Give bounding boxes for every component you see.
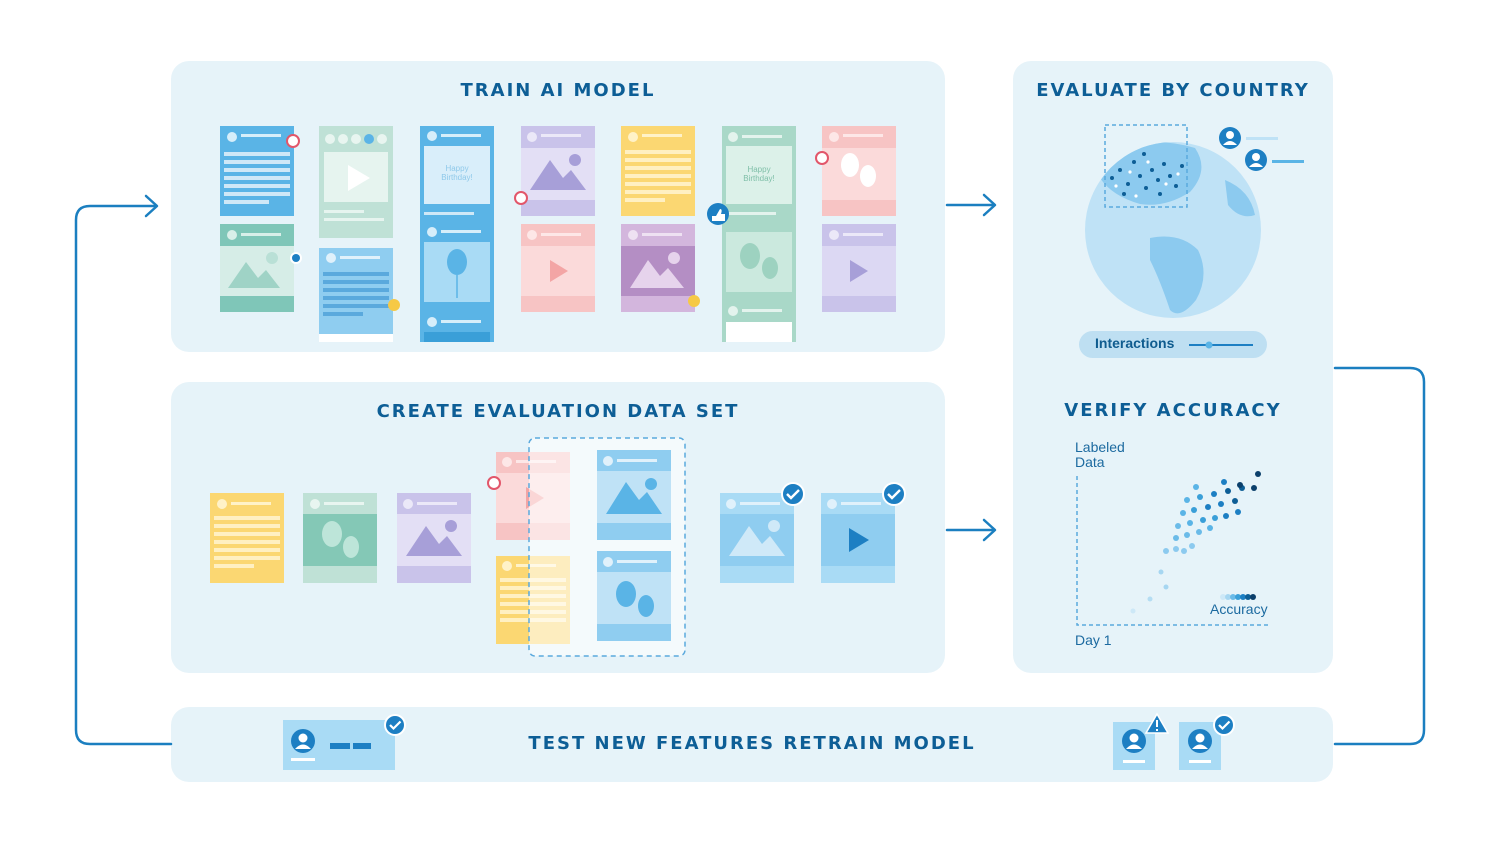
interactions-label: Interactions <box>1095 335 1175 351</box>
train-card-text-yellow <box>621 126 695 216</box>
eval-card-balloon-blue <box>597 551 671 641</box>
train-to-evaluate-arrow <box>945 193 997 217</box>
eval-card-image-purple <box>397 493 471 583</box>
train-card-video-purple <box>822 224 896 312</box>
train-card-text-blue <box>220 126 300 216</box>
train-card-balloon-pink <box>815 126 896 216</box>
train-card-video-green <box>319 126 393 238</box>
test-retrain-title: TEST NEW FEATURES RETRAIN MODEL <box>528 733 976 754</box>
user-avatar-icon-2 <box>1245 149 1304 171</box>
train-card-birthday-tall <box>420 126 494 342</box>
train-card-video-pink <box>521 224 595 312</box>
user-avatar-icon <box>1219 127 1278 149</box>
birthday-line1: Happy <box>445 164 469 173</box>
loop-arrow-right <box>1333 366 1426 746</box>
chart-y-label-line2: Data <box>1075 454 1105 470</box>
birthday-text-1: Happy Birthday! <box>424 164 490 182</box>
verify-accuracy-title: VERIFY ACCURACY <box>1064 400 1282 421</box>
accuracy-legend-swatch <box>1220 594 1256 600</box>
train-card-image-purple-light <box>514 126 595 216</box>
chart-y-label: Labeled Data <box>1075 440 1125 470</box>
train-card-image-green <box>220 224 302 312</box>
train-card-birthday-green-tall <box>707 126 796 342</box>
eval-card-balloon-green <box>303 493 377 583</box>
train-model-title: TRAIN AI MODEL <box>460 80 656 101</box>
loop-arrow-left <box>74 204 173 746</box>
accuracy-scatter-points <box>1130 471 1261 614</box>
create-eval-title: CREATE EVALUATION DATA SET <box>376 401 740 422</box>
profile-card-warning <box>1113 712 1170 770</box>
chart-frame <box>1076 476 1270 626</box>
create-to-verify-arrow <box>945 518 997 542</box>
interactions-legend: Interactions <box>1079 331 1267 358</box>
eval-card-image-blue <box>597 450 671 540</box>
birthday-line2: Birthday! <box>441 173 473 182</box>
profile-card-verified-2 <box>1179 714 1235 770</box>
train-card-image-purple <box>621 224 700 312</box>
chart-series-label: Accuracy <box>1210 601 1268 617</box>
interactions-slider-icon <box>1189 341 1253 349</box>
eval-card-video-verified <box>821 482 906 583</box>
eval-card-text-yellow <box>210 493 284 583</box>
train-card-text-lightblue <box>319 248 400 342</box>
chart-x-label: Day 1 <box>1075 632 1112 648</box>
evaluate-country-title: EVALUATE BY COUNTRY <box>1036 80 1310 101</box>
globe-icon <box>1085 124 1261 318</box>
birthday-text-2: Happy Birthday! <box>726 165 792 183</box>
chart-y-label-line1: Labeled <box>1075 439 1125 455</box>
birthday-line1-b: Happy <box>747 165 771 174</box>
profile-card-verified <box>283 714 406 770</box>
loop-arrow-left-head <box>144 194 159 218</box>
accuracy-chart <box>1076 471 1270 626</box>
eval-card-image-verified <box>720 482 805 583</box>
birthday-line2-b: Birthday! <box>743 174 775 183</box>
